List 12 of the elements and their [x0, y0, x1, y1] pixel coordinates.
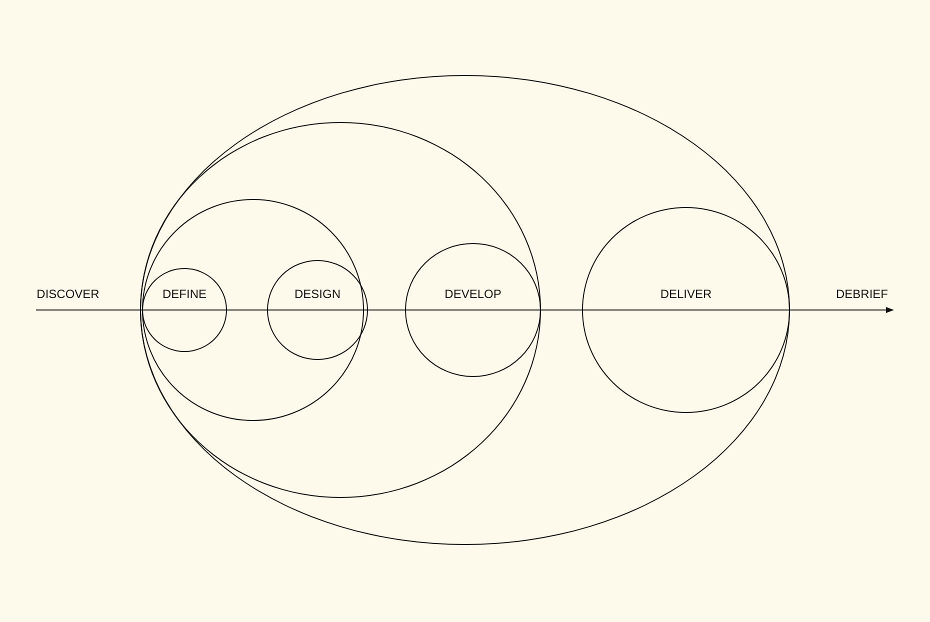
- phase-label: DEFINE: [162, 287, 206, 301]
- phase-label: DESIGN: [294, 287, 340, 301]
- phase-circle: [267, 260, 368, 360]
- phase-circle: [405, 243, 541, 377]
- phase-label: DELIVER: [660, 287, 712, 301]
- phase-circle: [582, 207, 790, 413]
- stage-label: DEBRIEF: [836, 287, 888, 301]
- phase-circle: [142, 268, 227, 352]
- phase-ellipse: [140, 122, 541, 498]
- phase-ellipse: [140, 75, 790, 545]
- stage-label: DISCOVER: [36, 287, 100, 301]
- phase-label: DEVELOP: [444, 287, 502, 301]
